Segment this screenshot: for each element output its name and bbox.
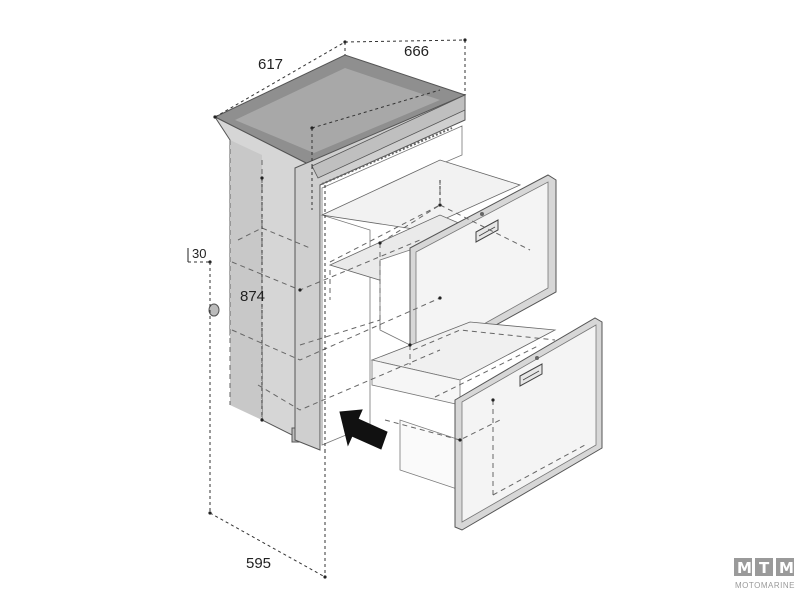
lower-drawer <box>370 317 603 531</box>
logo-letter-3: M <box>779 559 794 577</box>
logo-box-3 <box>776 558 794 576</box>
logo-caption: MOTOMARINE <box>735 581 795 590</box>
upper-drawer-basket-side <box>379 249 411 346</box>
interior-bay <box>321 214 371 446</box>
drawer-handle-icon <box>475 219 499 243</box>
frame-top-band <box>311 94 466 179</box>
dim-top-width: 617 <box>258 56 283 73</box>
frame-opening <box>321 125 463 216</box>
cabinet-body <box>208 54 467 446</box>
upper-drawer <box>328 174 557 371</box>
lower-drawer-basket-bottom <box>399 419 461 491</box>
vent-slots <box>321 127 453 185</box>
dim-flange: 30 <box>192 246 206 261</box>
cabinet-top-inner <box>235 68 440 153</box>
logo-letter-1: M <box>737 559 752 577</box>
drawer-handle-icon <box>519 363 543 387</box>
brand-logo: M T M MOTOMARINE <box>734 558 795 590</box>
dimension-lines <box>187 38 495 579</box>
logo-box-1 <box>734 558 752 576</box>
side-knob <box>208 303 220 317</box>
dim-top-depth: 666 <box>404 43 429 60</box>
interior-top-shelf <box>320 159 522 231</box>
dim-height: 874 <box>240 288 265 305</box>
lower-drawer-panel <box>461 324 597 523</box>
dim-bottom-width: 595 <box>246 555 271 572</box>
cabinet-left-shadow <box>230 140 262 420</box>
upper-drawer-lock <box>480 212 484 216</box>
logo-letter-2: T <box>759 559 770 577</box>
logo-box-2 <box>755 558 773 576</box>
lower-drawer-lock <box>535 356 539 360</box>
insertion-arrow-icon <box>339 409 388 450</box>
upper-drawer-panel <box>415 181 549 363</box>
